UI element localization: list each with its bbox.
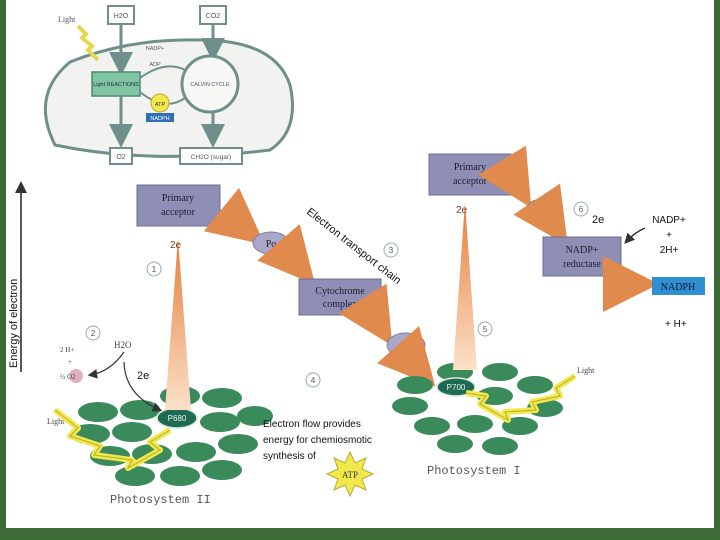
step-2-label: 2: [91, 329, 96, 338]
psii-primary-label-1: Primary: [162, 193, 194, 204]
inset-atp-burst: [150, 93, 170, 113]
energy-axis-label: Energy of electron: [8, 279, 20, 368]
step-3-label: 3: [389, 246, 394, 255]
pq-to-cytochrome-arrow: [257, 223, 316, 285]
calvin-cycle-circle: [180, 54, 240, 114]
note-line-2: energy for chemiosmotic: [263, 435, 372, 446]
calvin-cycle-label: CALVIN CYCLE: [190, 82, 230, 88]
water-split-arrow: [87, 351, 125, 379]
psi-primary-label-2: acceptor: [453, 176, 488, 187]
psii-light-label: Light: [47, 417, 65, 426]
reductase-label-1: NADP+: [566, 245, 599, 256]
inset-adp-label: ADP: [149, 62, 161, 68]
nadp-plus-label: NADP+: [652, 215, 686, 226]
co2-label: CO2: [206, 13, 221, 20]
p680-label: P680: [168, 414, 187, 423]
split-hplus-label: 2 H+: [60, 346, 74, 354]
fd-to-reductase-arrow: [513, 183, 568, 246]
chloroplast-outline: [43, 38, 294, 158]
cytochrome-label-1: Cytochrome: [315, 286, 365, 297]
psii-primary-acceptor-box: [136, 184, 221, 227]
step-3-circle: [383, 242, 399, 258]
step-6-label: 6: [579, 205, 584, 214]
cytochrome-to-pc-arrow: [338, 283, 393, 346]
psii-light-bolt-outline: [54, 409, 171, 470]
step-1-label: 1: [152, 265, 157, 274]
nadp-in-arrow: [624, 227, 646, 244]
psi-light-label: Light: [577, 366, 595, 375]
photosystem-i-name: Photosystem I: [427, 464, 521, 478]
psi-primary-label-1: Primary: [454, 162, 486, 173]
atp-burst: [325, 450, 375, 498]
inset-atp-label: ATP: [155, 102, 166, 108]
psi-energy-arrow: [453, 202, 477, 370]
p700-reaction-center: [436, 377, 476, 397]
sugar-box: [179, 147, 243, 165]
acceptor-to-fd-arrow: [478, 145, 532, 208]
fd-2e-label: 2e: [592, 214, 604, 226]
pc-to-p700-arrow: [377, 326, 436, 387]
frame-right-border: [714, 0, 720, 540]
nadph-box: [652, 277, 705, 295]
psii-2e-low-label: 2e: [137, 370, 149, 382]
pc-label: Pc: [401, 341, 412, 352]
photosystem-ii: P680 2e Primary acceptor 1 2 H2O 2 H+ + …: [47, 184, 273, 507]
water-label: H2O: [114, 340, 132, 350]
fd-label: Fd: [538, 206, 549, 217]
psi-primary-acceptor-box: [428, 153, 512, 196]
step-2-circle: [85, 325, 101, 341]
acceptor-to-pq-arrow: [203, 187, 265, 245]
frame-left-border: [0, 0, 6, 540]
split-o2-label: ½ O2: [60, 373, 76, 381]
chloroplast-inset: H2O CO2 Light Light REACTIONS CALVIN CYC…: [43, 5, 294, 165]
pq-label: Pq: [266, 239, 277, 250]
inset-cycle-arrow-top: [139, 65, 186, 79]
photosystem-i: P700 2e Primary acceptor 5 Light Photosy…: [392, 145, 705, 478]
atp-label: ATP: [342, 470, 358, 480]
two-hplus-label: 2H+: [660, 245, 679, 256]
note-line-1: Electron flow provides: [263, 419, 361, 430]
psi-light-bolt-outline: [465, 375, 576, 422]
psii-2e-label: 2e: [170, 240, 182, 251]
inset-nadph-box: [146, 113, 174, 122]
psi-2e-label: 2e: [456, 205, 468, 216]
psii-primary-label-2: acceptor: [161, 207, 196, 218]
light-reactions-label: Light REACTIONS: [93, 82, 139, 88]
water-electron-arrow: [123, 361, 163, 412]
note-line-3: synthesis of: [263, 451, 316, 462]
inset-nadph-label: NADPH: [150, 116, 169, 122]
o2-label: O2: [116, 154, 125, 161]
reductase-label-2: reductase: [563, 259, 601, 270]
h2o-label: H2O: [114, 13, 129, 20]
step-4-circle: [305, 372, 321, 388]
photosystem-ii-name: Photosystem II: [110, 493, 211, 507]
split-plus-label: +: [68, 358, 72, 366]
step-6-circle: [573, 201, 589, 217]
cytochrome-label-2: complex: [323, 299, 357, 310]
sugar-label: CH2O (sugar): [191, 154, 231, 161]
electron-transport-chain: Electron transport chain Pq 3 Cytochrome…: [203, 187, 436, 498]
step-5-label: 5: [483, 325, 488, 334]
nadph-label: NADPH: [661, 282, 695, 293]
inset-light-bolt: [76, 24, 100, 62]
plus-label: +: [666, 230, 672, 241]
inset-nadp-label: NADP+: [146, 46, 165, 52]
frame-bottom-border: [0, 528, 720, 540]
psii-energy-arrow: [165, 238, 191, 410]
inset-light-label: Light: [58, 15, 76, 24]
nadp-reductase-box: [542, 236, 622, 277]
o2-box: [109, 147, 133, 165]
step-4-label: 4: [311, 376, 316, 385]
p700-label: P700: [447, 383, 466, 392]
oxygen-dot: [69, 369, 83, 383]
plus-hplus-label: + H+: [665, 319, 687, 330]
step-5-circle: [477, 321, 493, 337]
light-reactions-box: [91, 71, 141, 97]
step-1-circle: [146, 261, 162, 277]
